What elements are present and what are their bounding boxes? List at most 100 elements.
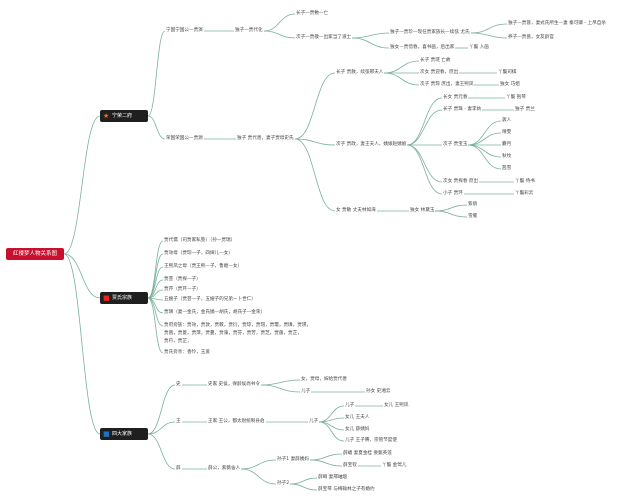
node-5[interactable]: 独子—贾蓉，妻式氏所生—妻 秦可卿 - 上吊自杀 [508, 21, 606, 26]
node-51[interactable]: 孙女 史湘云 [366, 389, 391, 394]
node-39[interactable]: 贾芸（贾探—子） [164, 277, 201, 282]
node-20[interactable]: 长子 贾珠 - 妻李纨 [443, 107, 482, 112]
connector-11 [470, 32, 508, 39]
node-36[interactable]: 贾代儒（司贾家私塾）（孙—贾瑞） [164, 238, 236, 243]
node-6[interactable]: 养子—贾蔷，女友龄官 [508, 35, 554, 40]
connector-2 [63, 253, 101, 435]
node-32[interactable]: 女 贾敏 丈夫林如海 [336, 208, 376, 213]
node-35[interactable]: 雪雁 [468, 214, 478, 219]
node-1[interactable]: 独子—贾代化 [235, 28, 263, 33]
node-4[interactable]: 独子—贾珍—现任贾家族长—续弦 尤氏 [390, 30, 470, 35]
node-60[interactable]: 薛 [176, 466, 181, 471]
connector-47 [147, 297, 164, 354]
node-34[interactable]: 紫鹃 [468, 202, 478, 207]
connector-3 [147, 30, 166, 117]
node-10[interactable]: 独子 贾代善，妻子贾母史氏 [237, 136, 294, 141]
node-65[interactable]: 丫鬟 金莺儿 [382, 463, 407, 468]
connector-63 [240, 459, 277, 470]
node-61[interactable]: 薛公，紫薇舍人 [208, 466, 241, 471]
blue-square-icon: ■ [103, 430, 110, 438]
node-63[interactable]: 薛蟠 妻夏金桂 妾甄英莲 [343, 451, 392, 456]
connector-49 [147, 421, 176, 435]
node-30[interactable]: 小子 贾环 [443, 191, 463, 196]
node-41[interactable]: 五嫂子（贾芸—子，五嫂子的兄弟—卜世仁） [164, 297, 256, 302]
node-24[interactable]: 晴雯 [502, 130, 512, 135]
node-53[interactable]: 王家 王公，都太尉统制县伯 [208, 419, 265, 424]
node-23[interactable]: 袭人 [502, 118, 512, 123]
node-50[interactable]: 儿子 [301, 389, 311, 394]
node-59[interactable]: 儿子 王子腾，宗管节度使 [345, 438, 397, 443]
node-33[interactable]: 独女 林黛玉 [410, 208, 435, 213]
root-node[interactable]: 红楼梦人物关系图 [6, 248, 64, 260]
node-52[interactable]: 王 [176, 419, 181, 424]
node-57[interactable]: 女儿 王夫人 [345, 415, 370, 420]
node-58[interactable]: 女儿 薛姨妈 [345, 427, 370, 432]
node-54[interactable]: 儿子 [309, 419, 319, 424]
node-40[interactable]: 贾芹（贾芹—子） [164, 287, 201, 292]
node-68[interactable]: 薛宝琴 与梅翰林之子有婚约 [318, 487, 375, 492]
connector-10 [470, 23, 508, 34]
connector-14 [294, 72, 336, 140]
node-31[interactable]: 丫鬟彩云 [515, 191, 534, 196]
connector-38 [434, 210, 468, 218]
node-7[interactable]: 独女—贾惜春，喜书画，后出家 [390, 45, 455, 50]
node-55[interactable]: 儿子 [345, 403, 355, 408]
node-25[interactable]: 麝月 [502, 142, 512, 147]
node-64[interactable]: 薛宝钗 [343, 463, 357, 468]
node-45[interactable]: 贾荇，贾芷， [164, 339, 192, 344]
node-3[interactable]: 次子—贾敬—出家当了道士 [296, 35, 352, 40]
branch-ningrong[interactable]: ★宁荣二府 [100, 110, 148, 122]
connector-48 [147, 384, 176, 435]
connector-33 [467, 144, 502, 170]
connector-37 [434, 204, 468, 212]
node-38[interactable]: 王熙凤之母（贾王熙—子，鲁嬷—女） [164, 264, 243, 269]
connector-4 [147, 115, 166, 140]
node-49[interactable]: 女，贾母，嫁给贾代善 [301, 377, 347, 382]
star-icon: ★ [103, 112, 110, 120]
node-22[interactable]: 次子 贾宝玉 [443, 142, 468, 147]
node-28[interactable]: 次女 贾探春 庶出 [443, 179, 479, 184]
node-0[interactable]: 宁国宁国公—贾演 [166, 28, 203, 33]
node-14[interactable]: 丫鬟司棋 [498, 70, 517, 75]
node-43[interactable]: 贾府旁族：贾效，贾敦，贾敕，贾衍，贾琼，贾瑁，贾璎，贾璘，贾瑛， [164, 323, 312, 328]
connector-29 [467, 120, 502, 146]
node-66[interactable]: 孙子2 [277, 481, 290, 486]
node-15[interactable]: 次子 贾琮 庶出，妻王熙凤 [420, 82, 474, 87]
branch-label: 贾氏宗族 [112, 295, 133, 301]
node-37[interactable]: 贾效母（贾琮—子，四婶儿—女） [164, 251, 233, 256]
node-13[interactable]: 次女 贾迎春，庶出 [420, 70, 459, 75]
node-2[interactable]: 长子—贾敷—亡 [296, 11, 329, 16]
node-8[interactable]: 丫鬟 入画 [469, 45, 489, 50]
node-16[interactable]: 独女 巧姐 [500, 82, 520, 87]
node-11[interactable]: 长子 贾赦，续弦邢夫人 [336, 70, 384, 75]
branch-four-families[interactable]: ■四大家族 [100, 428, 148, 440]
node-12[interactable]: 长子 贾琏 亡故 [420, 58, 451, 63]
node-17[interactable]: 次子 贾政，妻王夫人，姨娘赵姨娘 [336, 142, 407, 147]
branch-jia-clan[interactable]: ■贾氏宗族 [100, 292, 148, 304]
connector-59 [318, 421, 345, 431]
node-26[interactable]: 秋纹 [502, 154, 512, 159]
node-56[interactable]: 女儿 王熙凤 [384, 403, 409, 408]
node-27[interactable]: 茜雪 [502, 166, 512, 171]
node-29[interactable]: 丫鬟 侍书 [515, 179, 535, 184]
node-19[interactable]: 丫鬟 抱琴 [506, 95, 526, 100]
connector-22 [406, 97, 443, 146]
connector-7 [263, 30, 296, 39]
node-48[interactable]: 史家 史侯，保龄侯尚书令 [208, 382, 260, 387]
node-44[interactable]: 贾菖，贾菱，贾萍，贾蔓，贾藻，贾芬，贾芳，贾芝，贾菌，贾芷， [164, 331, 302, 336]
connector-65 [309, 453, 343, 461]
connector-50 [147, 433, 176, 470]
node-21[interactable]: 独子 贾兰 [515, 107, 535, 112]
node-42[interactable]: 贾璜（妻—金氏，金氏姨—胡氏，胡氏子—金荣） [164, 310, 266, 315]
node-18[interactable]: 长女 贾元春 [443, 95, 468, 100]
node-62[interactable]: 孙子1 妻薛姨妈 [277, 457, 309, 462]
connector-69 [289, 483, 318, 491]
node-46[interactable]: 贾氏旁亲：香怜，玉爱 [164, 350, 210, 355]
node-47[interactable]: 史 [176, 382, 181, 387]
connector-19 [383, 72, 420, 86]
connector-64 [240, 468, 277, 485]
node-9[interactable]: 荣国荣国公—贾源 [166, 136, 203, 141]
node-67[interactable]: 薛蝌 妻邢岫烟 [318, 475, 348, 480]
connector-30 [467, 132, 502, 146]
